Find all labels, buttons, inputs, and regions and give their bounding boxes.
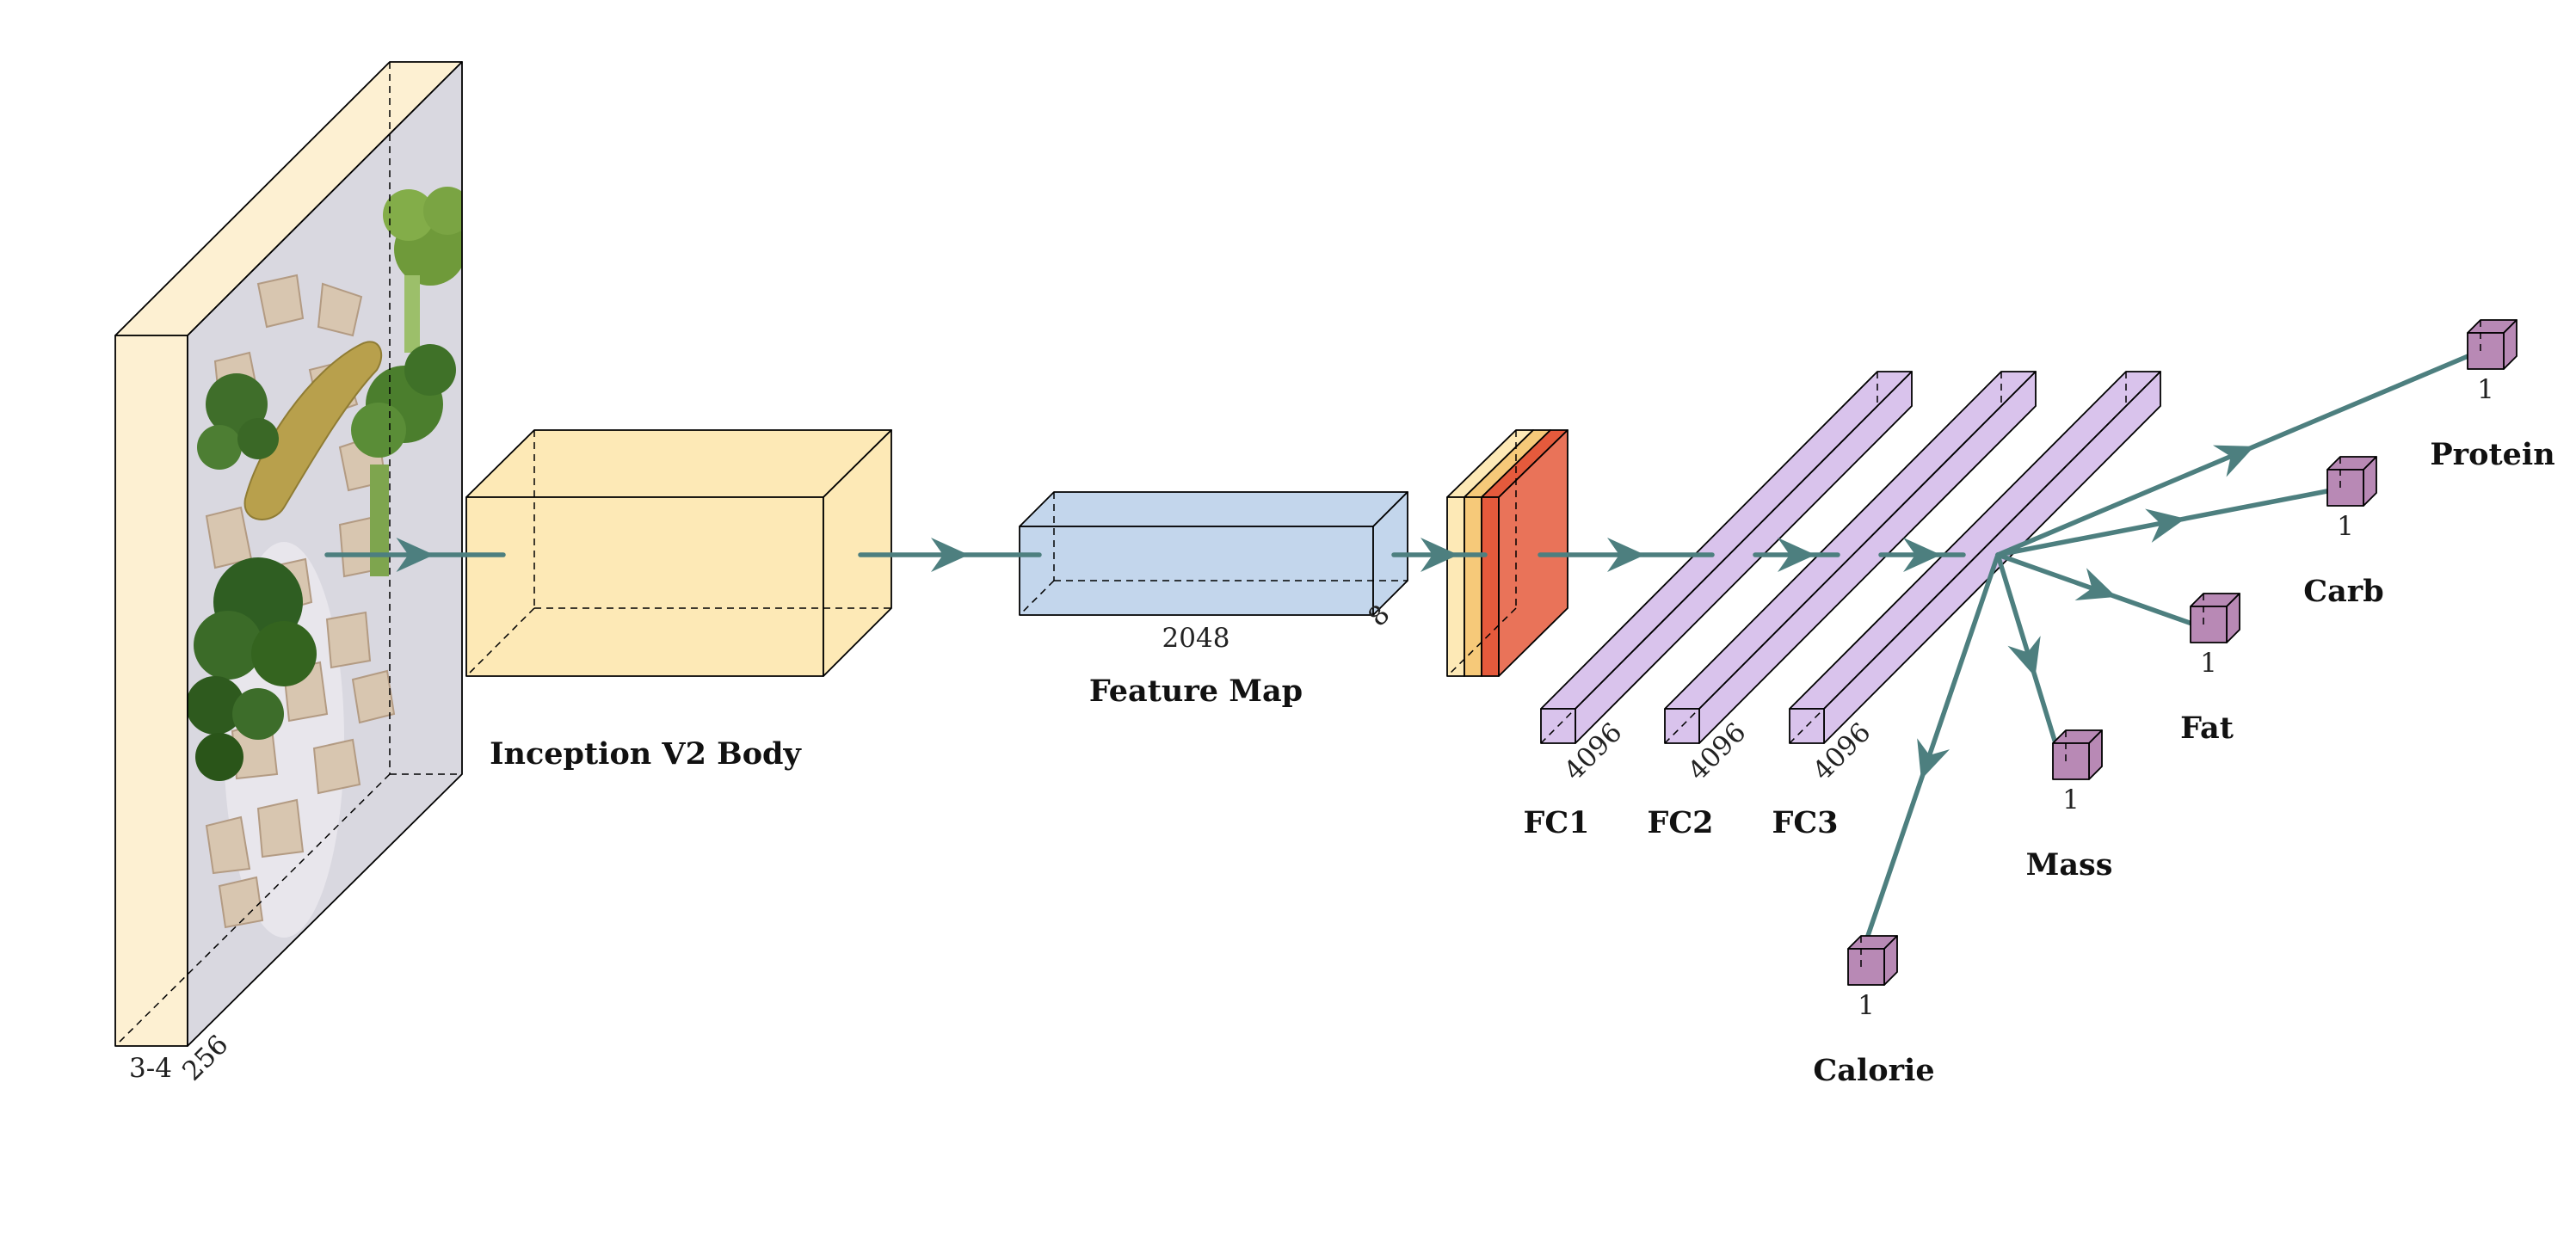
arrowhead (1607, 538, 1645, 572)
body-front-face (465, 496, 824, 677)
arrowhead (1917, 738, 1950, 780)
output-label: Protein (2430, 437, 2554, 472)
connectors (324, 350, 2479, 971)
arrow-input-to-body (324, 538, 506, 572)
output-cube (2052, 742, 2090, 780)
arrow-to-carb (1995, 487, 2339, 557)
input-front-face (114, 335, 188, 1047)
output-dim: 1 (2200, 648, 2217, 679)
fc-label: FC2 (1647, 805, 1713, 840)
broccoli (188, 187, 462, 781)
body-side-face (823, 429, 892, 677)
arrowhead (2145, 508, 2186, 543)
output-label: Carb (2303, 574, 2383, 609)
output-cube (2467, 332, 2505, 370)
arrow-body-to-feature (858, 538, 1042, 572)
arrowhead (396, 538, 434, 572)
feature-top-face (1019, 491, 1408, 527)
arrowhead (1420, 538, 1458, 572)
arrow-to-mass (1995, 552, 2064, 766)
feature-map-block: 2048 8 Feature Map (1019, 491, 1408, 709)
body-top-face (465, 429, 892, 498)
pooling-block (1446, 429, 1568, 677)
inception-body-block: Inception V2 Body (465, 429, 892, 772)
arrowhead (1903, 538, 1941, 572)
fc-label: FC3 (1772, 805, 1838, 840)
output-cube (2190, 606, 2228, 643)
feature-map-label: Feature Map (1089, 674, 1303, 709)
arrowhead (2212, 445, 2255, 477)
input-side-face (187, 61, 463, 1047)
arrow-to-protein (1995, 350, 2479, 557)
arrow-fc1-to-fc2 (1753, 538, 1840, 572)
arrow-to-calorie (1854, 552, 2000, 971)
arrow-feature-to-pool (1391, 538, 1488, 572)
output-dim: 1 (2062, 784, 2080, 815)
arrow-fc2-to-fc3 (1878, 538, 1966, 572)
feature-width-dim: 2048 (1162, 623, 1230, 654)
arrow-to-fat (1995, 552, 2202, 629)
output-label: Mass (2026, 847, 2113, 883)
output-label: Fat (2180, 711, 2234, 746)
arrowhead (2074, 568, 2117, 600)
arrowhead (2007, 636, 2041, 678)
feature-front-face (1019, 526, 1374, 616)
output-dim: 1 (2477, 374, 2494, 405)
input-depth-dim: 3-4 (129, 1053, 172, 1084)
arrow-pool-to-fc1 (1538, 538, 1715, 572)
output-cube (1847, 948, 1885, 986)
fc-label: FC1 (1523, 805, 1589, 840)
body-label: Inception V2 Body (490, 736, 802, 772)
arrowhead (931, 538, 969, 572)
output-label: Calorie (1813, 1053, 1934, 1088)
output-cube (2326, 469, 2364, 507)
output-dim: 1 (2337, 511, 2354, 542)
output-dim: 1 (1858, 990, 1875, 1021)
arrowhead (1778, 538, 1815, 572)
input-image-block: 3-4 256 (114, 61, 463, 1087)
